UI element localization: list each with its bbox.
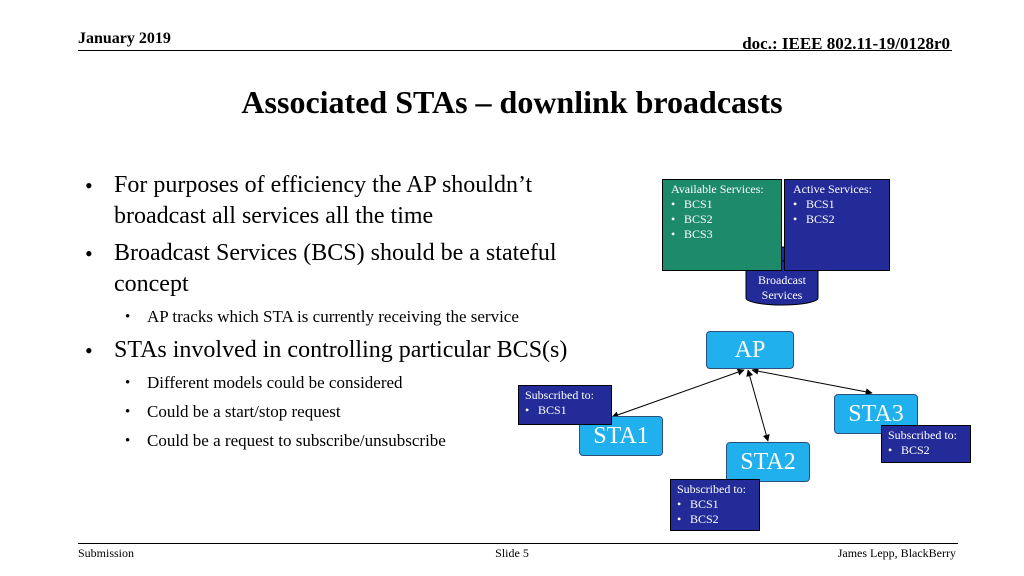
ap-node: AP	[706, 331, 794, 369]
service-item: BCS3	[671, 227, 773, 242]
service-item: BCS2	[671, 212, 773, 227]
link-ap-sta1	[611, 368, 745, 419]
available-services-heading: Available Services:	[671, 182, 764, 196]
bullet-item: Broadcast Services (BCS) should be a sta…	[85, 238, 605, 300]
bullet-list: For purposes of efficiency the AP should…	[85, 170, 605, 459]
sta2-node: STA2	[726, 442, 810, 482]
header-doc-id: doc.: IEEE 802.11-19/0128r0	[742, 34, 950, 53]
service-item: BCS1	[793, 197, 881, 212]
sub-bullet-item: AP tracks which STA is currently receivi…	[85, 306, 605, 328]
sta3-subscription-box: Subscribed to: BCS2	[881, 425, 971, 463]
subscription-item: BCS2	[888, 443, 964, 458]
header-rule	[78, 50, 952, 51]
service-item: BCS2	[793, 212, 881, 227]
active-services-box: Active Services: BCS1 BCS2	[784, 179, 890, 271]
subscription-heading: Subscribed to:	[677, 482, 746, 496]
footer-submission: Submission	[78, 546, 135, 560]
slide-title: Associated STAs – downlink broadcasts	[241, 84, 783, 120]
header-date: January 2019	[78, 30, 171, 47]
subscription-heading: Subscribed to:	[888, 428, 957, 442]
bullet-item: For purposes of efficiency the AP should…	[85, 170, 605, 232]
bullet-item: STAs involved in controlling particular …	[85, 335, 605, 366]
service-item: BCS1	[671, 197, 773, 212]
footer-rule	[78, 543, 958, 544]
sub-bullet-item: Could be a start/stop request	[85, 401, 605, 423]
subscription-item: BCS2	[677, 512, 753, 527]
sta2-subscription-box: Subscribed to: BCS1 BCS2	[670, 479, 760, 531]
link-ap-sta2	[746, 369, 770, 442]
footer-slide-number: Slide 5	[495, 546, 529, 560]
subscription-item: BCS1	[525, 403, 605, 418]
sub-bullet-item: Different models could be considered	[85, 372, 605, 394]
subscription-item: BCS1	[677, 497, 753, 512]
active-services-heading: Active Services:	[793, 182, 872, 196]
available-services-box: Available Services: BCS1 BCS2 BCS3	[662, 179, 782, 271]
sta1-subscription-box: Subscribed to: BCS1	[518, 385, 612, 425]
link-ap-sta3	[751, 367, 873, 396]
database-label: Broadcast Services	[758, 273, 806, 302]
sub-bullet-item: Could be a request to subscribe/unsubscr…	[85, 430, 605, 452]
subscription-heading: Subscribed to:	[525, 388, 594, 402]
footer-author: James Lepp, BlackBerry	[837, 546, 956, 560]
